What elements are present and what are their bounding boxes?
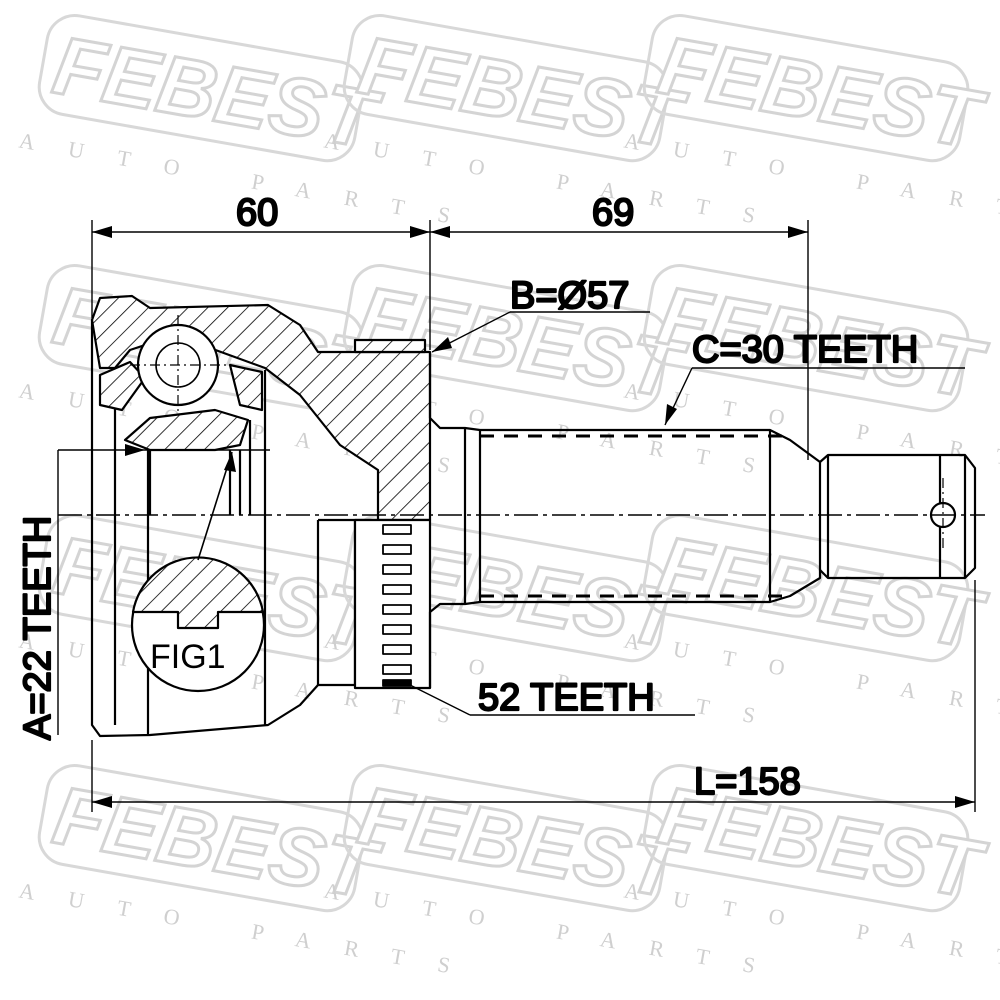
fig1-label: FIG1 xyxy=(150,638,226,676)
abs-ring-label: 52 TEETH xyxy=(478,677,655,719)
cv-joint-drawing: FIG1 60 69 B=Ø57 xyxy=(16,191,985,812)
abs-ring-body xyxy=(353,518,432,690)
dimension-60-label: 60 xyxy=(236,192,278,234)
leader-b xyxy=(431,311,650,353)
watermark-layer: FEBEST AUTO PARTS FEBEST AUTO PARTS FEBE… xyxy=(17,14,1000,984)
fig1-detail: FIG1 xyxy=(130,451,266,693)
housing-lower-contour xyxy=(90,320,357,738)
stub-shaft-outline xyxy=(428,352,822,688)
spline-c-label: C=30 TEETH xyxy=(692,329,918,371)
dimension-60 xyxy=(91,220,431,350)
inner-race-upper xyxy=(98,360,147,412)
top-seal-tab xyxy=(353,338,427,354)
leader-c xyxy=(664,367,965,426)
fig1-leader-arrow xyxy=(224,452,236,472)
leader-a xyxy=(57,444,270,735)
inner-race-right xyxy=(228,363,264,412)
diameter-b-label: B=Ø57 xyxy=(510,275,629,317)
leader-52 xyxy=(409,684,695,716)
abs-ring-teeth xyxy=(382,524,412,687)
housing-upper-section xyxy=(90,294,432,522)
total-length-label: L=158 xyxy=(694,761,801,803)
dimension-158 xyxy=(91,580,976,812)
dimension-69 xyxy=(430,220,809,460)
dimension-69-label: 69 xyxy=(592,192,634,234)
threaded-end xyxy=(819,453,977,580)
spline-a-label: A=22 TEETH xyxy=(17,516,59,740)
fig1-section xyxy=(131,556,265,630)
